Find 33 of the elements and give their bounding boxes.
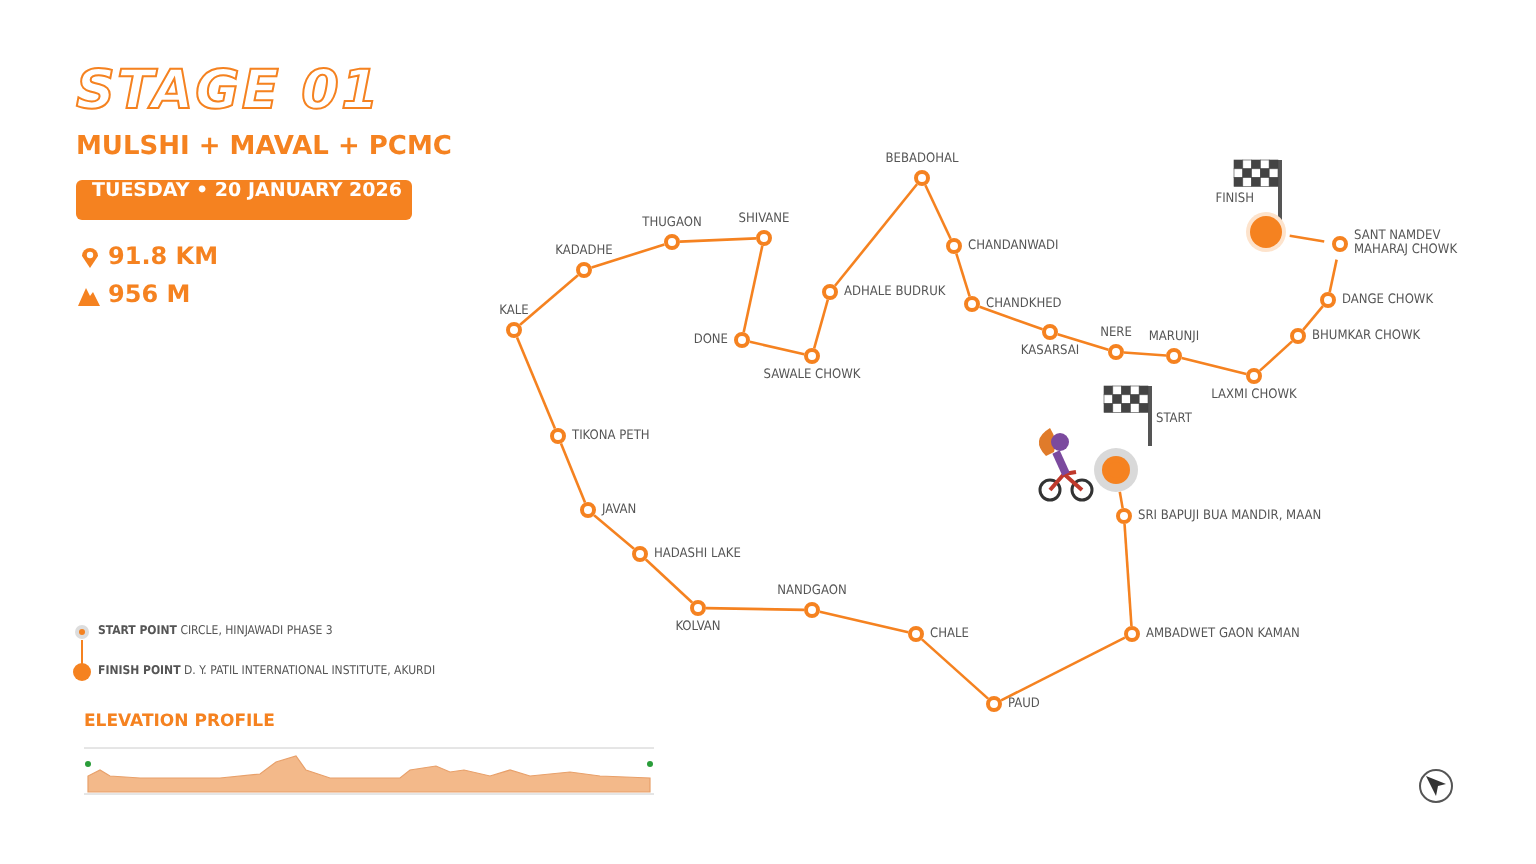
date-banner: TUESDAY • 20 JANUARY 2026 — [76, 180, 412, 220]
route-line — [591, 243, 665, 269]
route-line — [979, 305, 1043, 331]
route-line — [834, 183, 918, 287]
route-line — [921, 638, 989, 700]
elevation-gain-text: 956 M — [108, 280, 191, 308]
route-line — [1181, 356, 1247, 376]
subtitle: MULSHI + MAVAL + PCMC — [76, 132, 452, 162]
route-line — [819, 610, 909, 634]
route-line — [644, 558, 694, 604]
route-line — [924, 184, 952, 240]
route-line — [679, 237, 757, 243]
route-line — [1057, 333, 1109, 351]
route-line — [1328, 259, 1338, 293]
route-line — [593, 514, 635, 550]
route-line — [519, 274, 579, 326]
distance-text: 91.8 KM — [108, 242, 219, 270]
route-line — [1118, 491, 1124, 509]
route-line — [1302, 305, 1324, 331]
title: STAGE 01 — [76, 60, 381, 122]
route-line — [1000, 636, 1126, 702]
route-line — [1289, 234, 1325, 243]
route-line — [705, 606, 805, 612]
route-line — [1259, 340, 1293, 372]
chart-title: ELEVATION PROFILE — [84, 712, 275, 732]
route-line — [955, 253, 971, 297]
route-line — [1123, 351, 1167, 357]
route-line — [515, 336, 557, 430]
route-line — [749, 340, 805, 356]
route-line — [812, 299, 830, 349]
route-line — [1123, 523, 1133, 627]
route-line — [742, 245, 764, 333]
route-line — [559, 442, 587, 504]
